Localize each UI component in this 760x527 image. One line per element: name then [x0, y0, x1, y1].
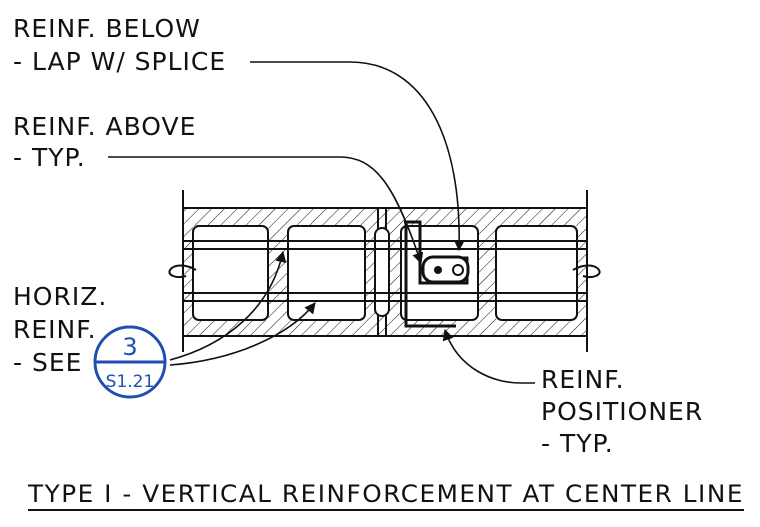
leader-reinf-above: [108, 156, 424, 265]
reference-sheet-number: S1.21: [106, 372, 155, 392]
vertical-reinforcement: [404, 220, 470, 328]
note-line: REINF.: [541, 365, 625, 394]
note-line: - SEE: [13, 348, 82, 377]
note-reinf-above: REINF. ABOVE - TYP.: [13, 112, 196, 172]
leader-horiz-reinf-lower: [169, 302, 316, 366]
note-horiz-reinf: HORIZ. REINF. - SEE: [13, 282, 107, 377]
leaders: [108, 61, 535, 384]
leader-horiz-reinf-upper: [169, 250, 287, 361]
detail-title: TYPE I - VERTICAL REINFORCEMENT AT CENTE…: [27, 480, 744, 508]
detail-title-block: TYPE I - VERTICAL REINFORCEMENT AT CENTE…: [27, 480, 744, 511]
break-symbol-left: [168, 264, 197, 279]
break-symbol-right: [572, 264, 601, 279]
reinf-bar-above: [434, 266, 442, 274]
cmu-cell: [192, 225, 269, 321]
reference-detail-number: 3: [122, 333, 137, 361]
note-line: - TYP.: [13, 143, 86, 172]
reinf-bar-below: [452, 264, 464, 276]
leader-reinf-below: [250, 61, 465, 252]
cmu-cell: [495, 225, 578, 321]
note-line: - LAP W/ SPLICE: [13, 47, 226, 76]
note-line: REINF.: [13, 315, 97, 344]
masonry-wall-section: [168, 190, 601, 352]
section-reference-bubble[interactable]: 3 S1.21: [93, 325, 167, 399]
note-line: REINF. BELOW: [13, 14, 201, 43]
note-line: HORIZ.: [13, 282, 107, 311]
leader-reinf-positioner: [442, 328, 535, 384]
reinf-positioner-leg: [404, 222, 456, 328]
note-reinf-positioner: REINF. POSITIONER - TYP.: [541, 365, 703, 458]
note-line: - TYP.: [541, 429, 614, 458]
note-reinf-below: REINF. BELOW - LAP W/ SPLICE: [13, 14, 226, 76]
cmu-cell: [287, 225, 366, 321]
cmu-cell: [400, 225, 479, 321]
note-line: REINF. ABOVE: [13, 112, 196, 141]
note-line: POSITIONER: [541, 397, 703, 426]
